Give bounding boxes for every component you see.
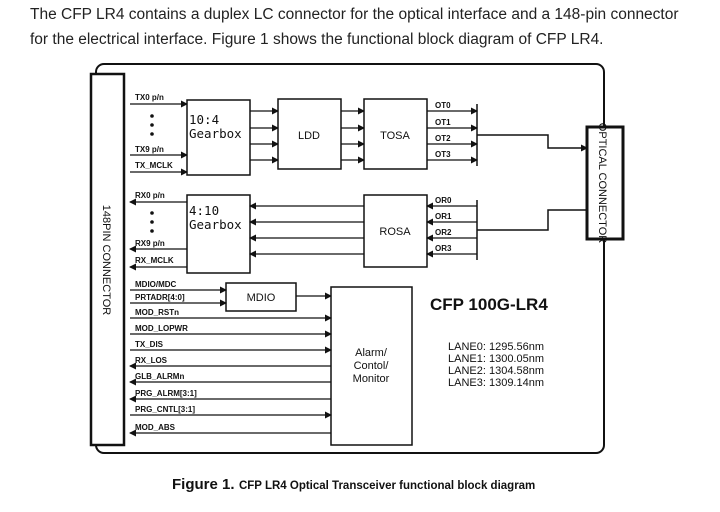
ctrl-prtadr: PRTADR[4:0] <box>135 293 185 302</box>
ctrl-prg-alrm: PRG_ALRM[3:1] <box>135 389 197 398</box>
tosa-label: TOSA <box>380 130 410 142</box>
or-label-0: OR0 <box>435 196 452 205</box>
ctrl-mod-rstn: MOD_RSTn <box>135 308 179 317</box>
alarm-label-1: Alarm/ <box>355 347 388 359</box>
ctrl-mod-abs: MOD_ABS <box>135 423 176 432</box>
ot-label-0: OT0 <box>435 101 451 110</box>
tx-gearbox-ratio: 10:4 <box>189 112 219 127</box>
ctrl-mdio-mdc: MDIO/MDC <box>135 280 177 289</box>
tx-signal-tx0: TX0 p/n <box>135 93 164 102</box>
pin-connector-label: 148PIN CONNECTOR <box>100 205 112 315</box>
lane-3: LANE3: 1309.14nm <box>448 377 544 389</box>
intro-paragraph: The CFP LR4 contains a duplex LC connect… <box>30 2 710 52</box>
ctrl-rx-los: RX_LOS <box>135 356 168 365</box>
ldd-block <box>277 98 342 170</box>
rx-signal-rx0: RX0 p/n <box>135 191 165 200</box>
mdio-block <box>225 282 297 312</box>
rx-gearbox <box>186 194 251 274</box>
or-label-2: OR2 <box>435 228 452 237</box>
figure-caption: Figure 1. CFP LR4 Optical Transceiver fu… <box>172 476 535 494</box>
module-name: CFP 100G-LR4 <box>430 295 548 314</box>
pin-connector <box>89 72 126 447</box>
ctrl-glb-alrmn: GLB_ALRMn <box>135 372 184 381</box>
intro-line-2: for the electrical interface. Figure 1 s… <box>30 31 604 48</box>
ctrl-mod-lopwr: MOD_LOPWR <box>135 324 188 333</box>
rx-gearbox-label: Gearbox <box>189 217 242 232</box>
ot-label-1: OT1 <box>435 118 451 127</box>
ot-label-3: OT3 <box>435 150 451 159</box>
rosa-label: ROSA <box>379 226 411 238</box>
alarm-label-2: Contol/ <box>354 360 390 372</box>
tx-signal-tx9: TX9 p/n <box>135 145 164 154</box>
tx-gearbox-label: Gearbox <box>189 126 242 141</box>
rx-signal-mclk: RX_MCLK <box>135 256 174 265</box>
tx-gearbox <box>186 99 251 176</box>
optical-connector-label: OPTICAL CONNECTOR <box>596 123 608 243</box>
ot-label-2: OT2 <box>435 134 451 143</box>
rx-gearbox-ratio: 4:10 <box>189 203 219 218</box>
ctrl-tx-dis: TX_DIS <box>135 340 164 349</box>
lane-1: LANE1: 1300.05nm <box>448 353 544 365</box>
lane-0: LANE0: 1295.56nm <box>448 341 544 353</box>
rosa-block <box>363 194 428 268</box>
mdio-label: MDIO <box>247 292 276 304</box>
figure-caption-text: CFP LR4 Optical Transceiver functional b… <box>238 480 536 492</box>
figure-number: Figure 1. <box>172 476 235 493</box>
ldd-label: LDD <box>298 130 320 142</box>
optical-connector <box>585 125 625 241</box>
tosa-block <box>363 98 428 170</box>
alarm-monitor-block <box>330 286 413 446</box>
rx-signal-rx9: RX9 p/n <box>135 239 165 248</box>
alarm-label-3: Monitor <box>353 373 390 385</box>
tx-signal-mclk: TX_MCLK <box>135 161 173 170</box>
or-label-1: OR1 <box>435 212 452 221</box>
or-label-3: OR3 <box>435 244 452 253</box>
ctrl-prg-cntl: PRG_CNTL[3:1] <box>135 405 195 414</box>
intro-line-1: The CFP LR4 contains a duplex LC connect… <box>30 6 679 23</box>
lane-2: LANE2: 1304.58nm <box>448 365 544 377</box>
